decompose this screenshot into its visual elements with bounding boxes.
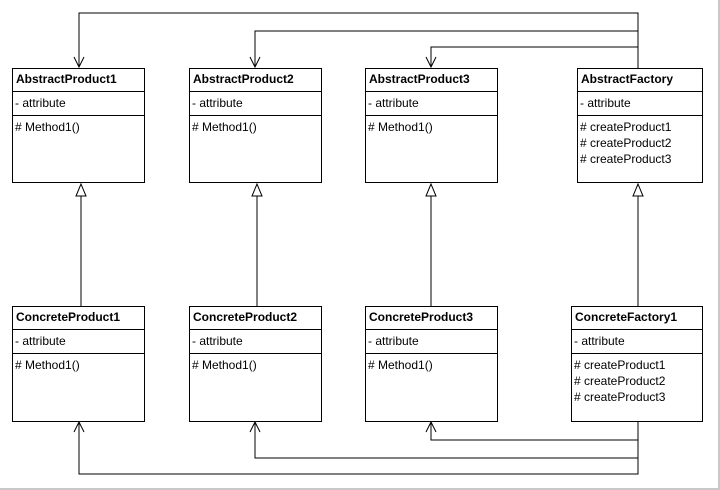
class-operations: # createProduct1 # createProduct2 # crea… (572, 354, 702, 405)
class-operations: # Method1() (366, 116, 497, 135)
dependency-concrete-factory-to-concrete-product-1 (78, 422, 639, 475)
open-arrowhead (425, 420, 437, 433)
open-arrowhead (249, 420, 261, 433)
class-operations: # Method1() (13, 354, 144, 373)
class-operation: # createProduct2 (580, 136, 672, 150)
hollow-triangle-arrowhead (75, 182, 87, 197)
class-attribute: - attribute (572, 330, 702, 354)
class-operations: # Method1() (190, 116, 321, 135)
class-name: AbstractProduct2 (190, 69, 321, 92)
class-operation: # Method1() (368, 358, 433, 372)
class-operations: # Method1() (13, 116, 144, 135)
class-operation: # createProduct1 (580, 120, 672, 134)
class-name: ConcreteProduct1 (13, 307, 144, 330)
class-operation: # createProduct2 (574, 374, 666, 388)
class-concrete-product-1[interactable]: ConcreteProduct1 - attribute # Method1() (12, 306, 145, 422)
open-arrowhead (73, 56, 85, 69)
class-attribute: - attribute (578, 92, 702, 116)
class-name: ConcreteProduct3 (366, 307, 497, 330)
class-name: AbstractProduct1 (13, 69, 144, 92)
class-name: AbstractProduct3 (366, 69, 497, 92)
hollow-triangle-arrowhead (632, 182, 644, 197)
class-operation: # createProduct1 (574, 358, 666, 372)
class-operation: # Method1() (192, 120, 257, 134)
class-operations: # Method1() (366, 354, 497, 373)
class-attribute: - attribute (13, 330, 144, 354)
class-name: ConcreteFactory1 (572, 307, 702, 330)
class-operations: # Method1() (190, 354, 321, 373)
class-concrete-product-2[interactable]: ConcreteProduct2 - attribute # Method1() (189, 306, 322, 422)
hollow-triangle-arrowhead (425, 182, 437, 197)
dependency-concrete-factory-to-concrete-product-3 (430, 420, 639, 441)
class-abstract-product-3[interactable]: AbstractProduct3 - attribute # Method1() (365, 68, 498, 183)
class-attribute: - attribute (13, 92, 144, 116)
class-attribute: - attribute (366, 92, 497, 116)
class-operation: # Method1() (368, 120, 433, 134)
class-operation: # Method1() (15, 120, 80, 134)
open-arrowhead (73, 420, 85, 433)
class-abstract-product-1[interactable]: AbstractProduct1 - attribute # Method1() (12, 68, 145, 183)
class-operation: # createProduct3 (574, 390, 666, 404)
class-operation: # Method1() (15, 358, 80, 372)
class-concrete-factory-1[interactable]: ConcreteFactory1 - attribute # createPro… (571, 306, 703, 422)
dependency-factory-to-abstract-product-1 (78, 12, 639, 68)
dependency-concrete-factory-to-concrete-product-2 (254, 422, 639, 459)
class-abstract-product-2[interactable]: AbstractProduct2 - attribute # Method1() (189, 68, 322, 183)
class-concrete-product-3[interactable]: ConcreteProduct3 - attribute # Method1() (365, 306, 498, 422)
class-operations: # createProduct1 # createProduct2 # crea… (578, 116, 702, 167)
class-operation: # createProduct3 (580, 152, 672, 166)
open-arrowhead (249, 56, 261, 69)
class-abstract-factory[interactable]: AbstractFactory - attribute # createProd… (577, 68, 703, 183)
dependency-factory-to-abstract-product-3 (430, 46, 638, 67)
class-name: ConcreteProduct2 (190, 307, 321, 330)
class-name: AbstractFactory (578, 69, 702, 92)
open-arrowhead (425, 56, 437, 69)
class-operation: # Method1() (192, 358, 257, 372)
hollow-triangle-arrowhead (251, 182, 263, 197)
class-attribute: - attribute (190, 92, 321, 116)
class-attribute: - attribute (190, 330, 321, 354)
dependency-factory-to-abstract-product-2 (254, 30, 638, 67)
class-attribute: - attribute (366, 330, 497, 354)
